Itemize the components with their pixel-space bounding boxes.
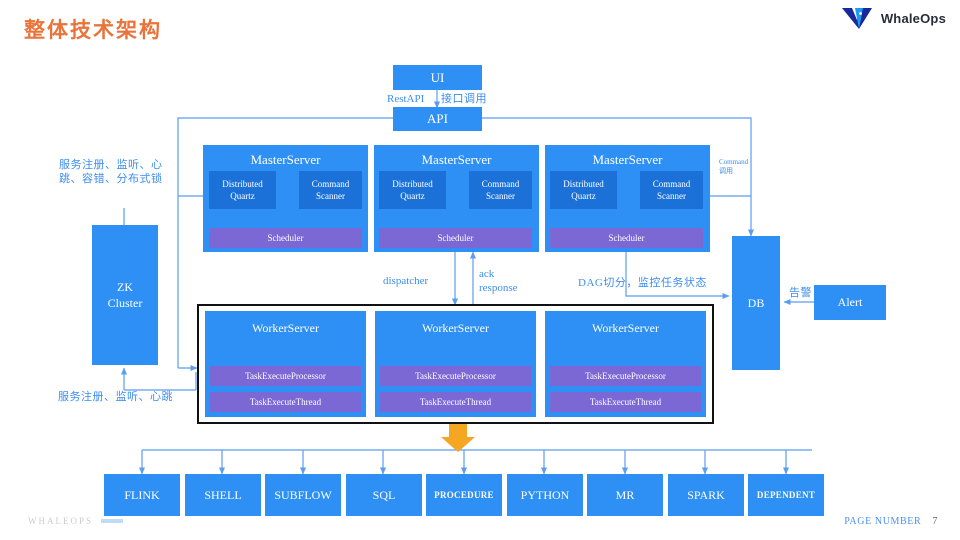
workerserver-1-thread[interactable]: TaskExecuteThread — [210, 392, 361, 412]
page-number-value: 7 — [932, 516, 938, 527]
masterserver-3-distributed-quartz[interactable]: Distributed Quartz — [550, 171, 617, 209]
masterserver-title: MasterServer — [592, 152, 663, 167]
workerserver-3-thread[interactable]: TaskExecuteThread — [550, 392, 701, 412]
task-type-python[interactable]: PYTHON — [507, 474, 583, 516]
masterserver-title: MasterServer — [250, 152, 321, 167]
masterserver-title: MasterServer — [421, 152, 492, 167]
masterserver-2-command-scanner[interactable]: Command Scanner — [469, 171, 532, 209]
whale-logo-icon — [841, 8, 872, 29]
task-type-spark[interactable]: SPARK — [668, 474, 744, 516]
edge-label-zk-register-top: 服务注册、监听、心 跳、容错、分布式锁 — [59, 159, 163, 185]
worker-server-group — [197, 304, 714, 424]
workerserver-title: WorkerServer — [421, 321, 489, 335]
task-type-flink[interactable]: FLINK — [104, 474, 180, 516]
node-db[interactable]: DB — [732, 236, 780, 370]
workerserver-1-processor[interactable]: TaskExecuteProcessor — [210, 366, 361, 386]
edge-label-alarm: 告警 — [789, 287, 812, 299]
page-title: 整体技术架构 — [24, 18, 162, 42]
masterserver-1-distributed-quartz[interactable]: Distributed Quartz — [209, 171, 276, 209]
masterserver-2-distributed-quartz[interactable]: Distributed Quartz — [379, 171, 446, 209]
edge-label-restapi: RestAPI — [387, 93, 425, 105]
node-ui[interactable]: UI — [393, 65, 482, 90]
node-api[interactable]: API — [393, 107, 482, 131]
edge-label-interface-call: 接口调用 — [441, 93, 487, 105]
masterserver-3-command-scanner[interactable]: Command Scanner — [640, 171, 703, 209]
masterserver-1-command-scanner[interactable]: Command Scanner — [299, 171, 362, 209]
edge-label-ack-response: ack response — [479, 268, 518, 294]
task-type-procedure[interactable]: PROCEDURE — [426, 474, 502, 516]
whaleops-logo: WhaleOps — [841, 6, 946, 30]
footer-divider — [101, 519, 123, 523]
task-type-subflow[interactable]: SUBFLOW — [265, 474, 341, 516]
edge-label-dispatcher: dispatcher — [383, 275, 429, 287]
workerserver-2-processor[interactable]: TaskExecuteProcessor — [380, 366, 531, 386]
edge-label-command-call: Command 调用 — [719, 158, 749, 175]
masterserver-1-scheduler[interactable]: Scheduler — [209, 228, 362, 248]
page-number-label: PAGE NUMBER — [844, 516, 922, 527]
task-type-mr[interactable]: MR — [587, 474, 663, 516]
footer-page-indicator: PAGE NUMBER 7 — [844, 516, 938, 527]
edge-label-zk-register-bottom: 服务注册、监听、心跳 — [58, 391, 173, 403]
edge-label-dag: DAG切分，监控任务状态 — [578, 277, 707, 289]
task-type-sql[interactable]: SQL — [346, 474, 422, 516]
node-zk-cluster[interactable]: ZK Cluster — [92, 225, 158, 365]
masterserver-2-scheduler[interactable]: Scheduler — [379, 228, 532, 248]
task-type-shell[interactable]: SHELL — [185, 474, 261, 516]
footer-brand: WHALEOPS — [28, 516, 93, 526]
task-type-dependent[interactable]: DEPENDENT — [748, 474, 824, 516]
node-alert[interactable]: Alert — [814, 285, 886, 320]
logo-text: WhaleOps — [880, 10, 946, 26]
masterserver-3-scheduler[interactable]: Scheduler — [550, 228, 703, 248]
workerserver-3-processor[interactable]: TaskExecuteProcessor — [550, 366, 701, 386]
workerserver-title: WorkerServer — [251, 321, 319, 335]
workerserver-2-thread[interactable]: TaskExecuteThread — [380, 392, 531, 412]
workerserver-title: WorkerServer — [591, 321, 659, 335]
footer-left: WHALEOPS — [28, 516, 123, 526]
